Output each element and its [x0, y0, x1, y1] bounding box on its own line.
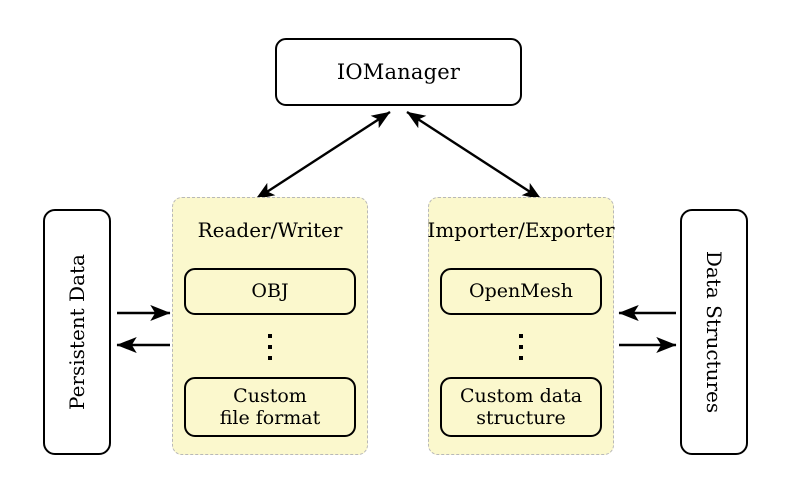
entry-custom-data-structure-line1: Custom data: [459, 384, 583, 407]
persistent-data-node[interactable]: Persistent Data: [43, 209, 111, 455]
persistent-data-label: Persistent Data: [65, 254, 89, 410]
arrow-iomanager-importerexporter: [406, 110, 542, 201]
ellipsis-dot: [268, 345, 272, 349]
entry-obj[interactable]: OBJ: [184, 268, 356, 315]
iomanager-label: IOManager: [336, 60, 461, 84]
ellipsis-dot: [519, 345, 523, 349]
data-structures-label: Data Structures: [702, 250, 726, 414]
entry-custom-file-format-line1: Custom: [233, 384, 307, 407]
ellipsis-dot: [519, 334, 523, 338]
entry-custom-file-format-line2: file format: [219, 407, 321, 429]
panel-reader-writer-title: Reader/Writer: [197, 218, 343, 242]
panel-importer-exporter-title: Importer/Exporter: [427, 218, 615, 242]
entry-custom-data-structure-line2: structure: [476, 407, 566, 429]
ellipsis-dot: [268, 334, 272, 338]
entry-openmesh-label: OpenMesh: [469, 280, 573, 303]
iomanager-node[interactable]: IOManager: [275, 38, 522, 106]
ellipsis-importer-exporter: [519, 334, 523, 360]
ellipsis-dot: [519, 356, 523, 360]
entry-openmesh[interactable]: OpenMesh: [440, 268, 602, 315]
entry-obj-label: OBJ: [251, 280, 289, 303]
data-structures-node[interactable]: Data Structures: [680, 209, 748, 455]
arrow-iomanager-readerwriter: [255, 110, 391, 201]
entry-custom-file-format[interactable]: Custom file format: [184, 377, 356, 437]
ellipsis-reader-writer: [268, 334, 272, 360]
ellipsis-dot: [268, 356, 272, 360]
entry-custom-data-structure[interactable]: Custom data structure: [440, 377, 602, 437]
